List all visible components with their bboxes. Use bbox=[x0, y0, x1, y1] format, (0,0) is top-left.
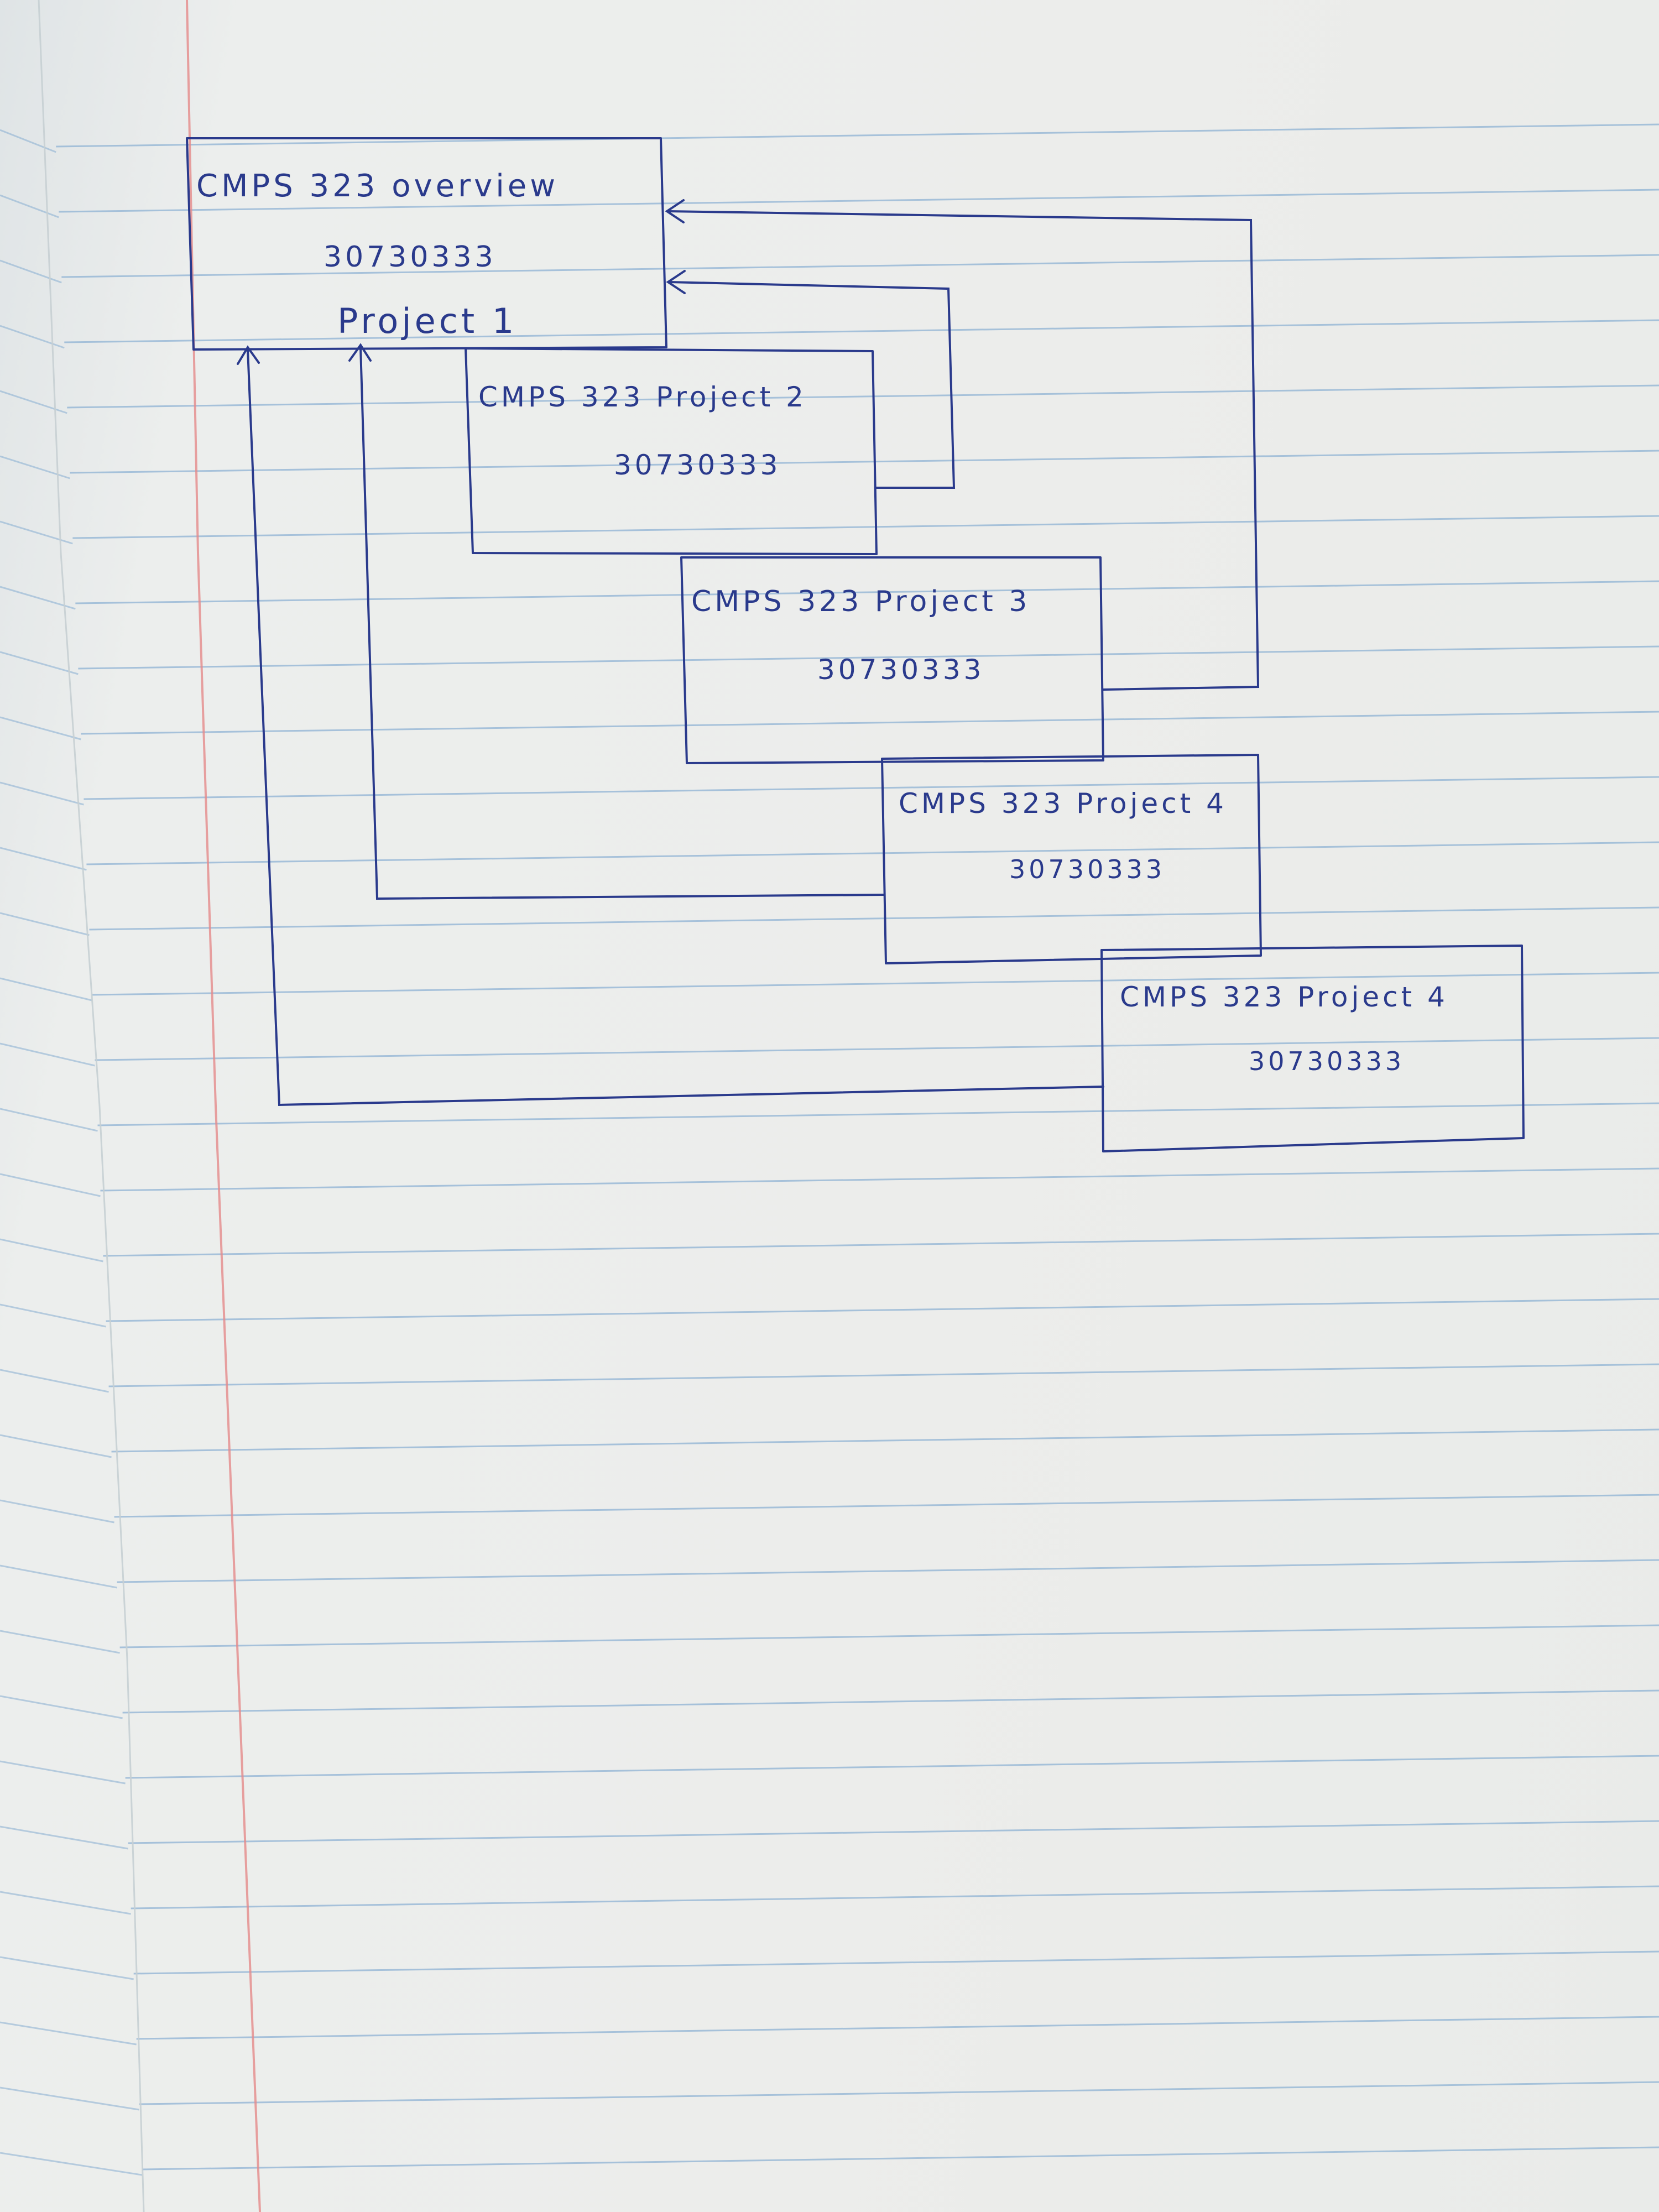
ruled-line-left-page bbox=[0, 781, 84, 806]
ruled-line bbox=[78, 645, 1659, 670]
margin-line bbox=[186, 0, 261, 2212]
ruled-lines bbox=[0, 123, 1659, 2176]
project-4b-code: 30730333 bbox=[1249, 1046, 1405, 1076]
edge-project-3-to-overview bbox=[667, 210, 1260, 691]
ruled-line bbox=[133, 1950, 1659, 1975]
ruled-line bbox=[122, 1689, 1659, 1714]
ruled-line bbox=[103, 1233, 1659, 1257]
ruled-line bbox=[97, 1102, 1659, 1126]
ruled-line bbox=[67, 384, 1659, 409]
ruled-line bbox=[139, 2081, 1659, 2105]
ruled-line-left-page bbox=[0, 847, 87, 871]
ruled-line bbox=[142, 2146, 1659, 2171]
ruled-line-left-page bbox=[0, 651, 79, 675]
box-project-3 bbox=[680, 556, 1104, 764]
arrowhead-project-3 bbox=[665, 199, 685, 223]
ruled-line-left-page bbox=[0, 129, 56, 153]
ruled-line-left-page bbox=[0, 520, 73, 545]
ruled-line bbox=[108, 1363, 1659, 1387]
box-project-4a bbox=[881, 754, 1262, 964]
ruled-line-left-page bbox=[0, 586, 76, 610]
arrowhead-project-4a bbox=[348, 343, 372, 362]
overview-code: 30730333 bbox=[324, 241, 497, 274]
ruled-line bbox=[86, 841, 1659, 865]
ruled-line bbox=[125, 1755, 1659, 1779]
overview-title: CMPS 323 overview bbox=[196, 168, 559, 204]
ruled-line-left-page bbox=[0, 977, 92, 1001]
box-project-2 bbox=[465, 347, 878, 555]
ruled-line-left-page bbox=[0, 1564, 117, 1589]
ruled-line-left-page bbox=[0, 390, 67, 414]
ruled-line-left-page bbox=[0, 1369, 109, 1393]
ruled-line bbox=[128, 1820, 1659, 1844]
ruled-line-left-page bbox=[0, 1108, 98, 1132]
ruled-line-left-page bbox=[0, 1434, 112, 1458]
ruled-line-left-page bbox=[0, 1760, 126, 1785]
node-boxes bbox=[186, 137, 1525, 1152]
ruled-line-left-page bbox=[0, 1630, 120, 1654]
ruled-line-left-page bbox=[0, 2152, 142, 2176]
ruled-line-left-page bbox=[0, 1825, 128, 1850]
ruled-line-left-page bbox=[0, 1891, 131, 1915]
ruled-line-left-page bbox=[0, 1956, 134, 1980]
ruled-line bbox=[106, 1298, 1659, 1322]
box-project-4b bbox=[1100, 945, 1525, 1152]
ruled-line-left-page bbox=[0, 1173, 101, 1197]
ruled-line bbox=[84, 776, 1659, 800]
ruled-line-left-page bbox=[0, 2086, 139, 2111]
ruled-line bbox=[64, 319, 1659, 343]
project-2-code: 30730333 bbox=[614, 449, 781, 481]
ruled-line bbox=[117, 1559, 1659, 1583]
connectors bbox=[237, 199, 1260, 1107]
ruled-line-left-page bbox=[0, 1695, 123, 1719]
ruled-line-left-page bbox=[0, 2021, 137, 2046]
ruled-line-left-page bbox=[0, 716, 81, 740]
ruled-line bbox=[56, 123, 1659, 148]
ruled-line bbox=[61, 254, 1659, 278]
ruled-line-left-page bbox=[0, 1238, 103, 1262]
ruled-line bbox=[59, 189, 1659, 213]
ruled-line bbox=[111, 1428, 1659, 1453]
ruled-line-left-page bbox=[0, 455, 70, 479]
project-2-title: CMPS 323 Project 2 bbox=[478, 381, 807, 413]
ruled-line bbox=[92, 972, 1659, 996]
project-4a-code: 30730333 bbox=[1009, 854, 1165, 884]
ruled-line bbox=[100, 1167, 1659, 1192]
edge-project-4b-to-overview bbox=[247, 348, 1104, 1107]
ruled-line bbox=[70, 450, 1659, 474]
ruled-line-left-page bbox=[0, 194, 59, 218]
ruled-line bbox=[119, 1624, 1659, 1648]
ruled-line bbox=[136, 2016, 1659, 2040]
ruled-line bbox=[131, 1885, 1659, 1910]
ruled-line-left-page bbox=[0, 1499, 114, 1524]
page-edge bbox=[38, 0, 145, 2212]
ruled-line-left-page bbox=[0, 259, 62, 284]
project-3-code: 30730333 bbox=[817, 654, 985, 686]
ruled-line bbox=[114, 1494, 1659, 1518]
ruled-line bbox=[89, 906, 1659, 931]
overview-subtitle: Project 1 bbox=[337, 301, 517, 341]
ruled-line bbox=[95, 1037, 1659, 1061]
box-overview bbox=[186, 137, 667, 351]
project-4b-title: CMPS 323 Project 4 bbox=[1120, 981, 1448, 1013]
edge-project-2-to-overview bbox=[668, 281, 956, 489]
ruled-line-left-page bbox=[0, 1042, 95, 1067]
project-4a-title: CMPS 323 Project 4 bbox=[899, 787, 1227, 820]
edge-project-4a-to-overview bbox=[359, 346, 885, 900]
arrowhead-project-2 bbox=[666, 270, 686, 294]
project-3-title: CMPS 323 Project 3 bbox=[691, 585, 1030, 618]
ruled-line-left-page bbox=[0, 325, 65, 349]
arrowhead-project-4b bbox=[237, 345, 260, 365]
ruled-line bbox=[75, 580, 1659, 604]
ruled-line-left-page bbox=[0, 912, 90, 936]
ruled-line bbox=[81, 711, 1659, 735]
ruled-line-left-page bbox=[0, 1303, 106, 1328]
ruled-line bbox=[72, 515, 1659, 539]
